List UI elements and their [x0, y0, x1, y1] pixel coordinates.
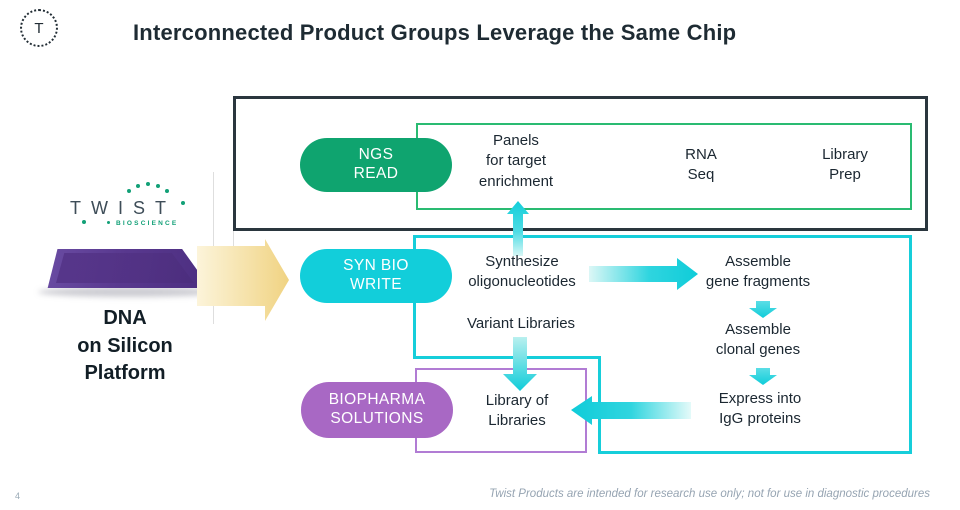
biopharma-item-library-of-libraries: Library of Libraries [485, 392, 549, 430]
brand-name: TWIST [70, 198, 176, 218]
left-arrow-icon [571, 396, 691, 425]
syn-bio-write-pill: SYN BIO WRITE [300, 249, 452, 303]
right-arrow-icon [589, 258, 698, 290]
background-guide-line [233, 231, 234, 297]
write-item-synthesize: Synthesize oligonucleotides [468, 253, 576, 291]
biopharma-solutions-pill: BIOPHARMA SOLUTIONS [301, 382, 453, 438]
down-chevron-icon [749, 368, 777, 385]
brand-dot-icon [156, 184, 160, 188]
pill-label: NGS READ [353, 146, 399, 182]
disclaimer-footnote: Twist Products are intended for research… [489, 488, 930, 500]
brand-dot-icon [146, 182, 150, 186]
platform-label: DNA on Silicon Platform [77, 307, 173, 385]
brand-dot-icon [181, 201, 185, 205]
twist-logo-icon: T [20, 9, 58, 47]
brand-dot-icon [82, 220, 86, 224]
down-chevron-icon [749, 301, 777, 318]
read-item-panels: Panels for target enrichment [478, 132, 554, 190]
write-item-assemble-clonal-genes: Assemble clonal genes [715, 321, 801, 359]
read-item-library-prep: Library Prep [822, 146, 868, 184]
pill-label: SYN BIO WRITE [343, 257, 409, 293]
silicon-chip-surface [56, 253, 194, 283]
pill-label: BIOPHARMA SOLUTIONS [328, 391, 426, 427]
brand-subtitle: BIOSCIENCE [116, 220, 179, 227]
background-guide-line [213, 172, 214, 324]
read-outer-box [233, 96, 928, 231]
brand-dot-icon [136, 184, 140, 188]
brand-dot-icon [107, 221, 110, 224]
slide-title: Interconnected Product Groups Leverage t… [133, 19, 737, 45]
write-item-express-igg: Express into IgG proteins [718, 390, 802, 428]
write-item-variant-libraries: Variant Libraries [466, 315, 576, 332]
chip-shadow [38, 287, 220, 297]
brand-dot-icon [127, 189, 131, 193]
read-item-rna-seq: RNA Seq [685, 146, 717, 184]
brand-dot-icon [165, 189, 169, 193]
logo-letter: T [34, 19, 44, 37]
page-number: 4 [15, 491, 21, 501]
ngs-read-pill: NGS READ [300, 138, 452, 192]
write-item-assemble-gene-fragments: Assemble gene fragments [705, 253, 811, 291]
